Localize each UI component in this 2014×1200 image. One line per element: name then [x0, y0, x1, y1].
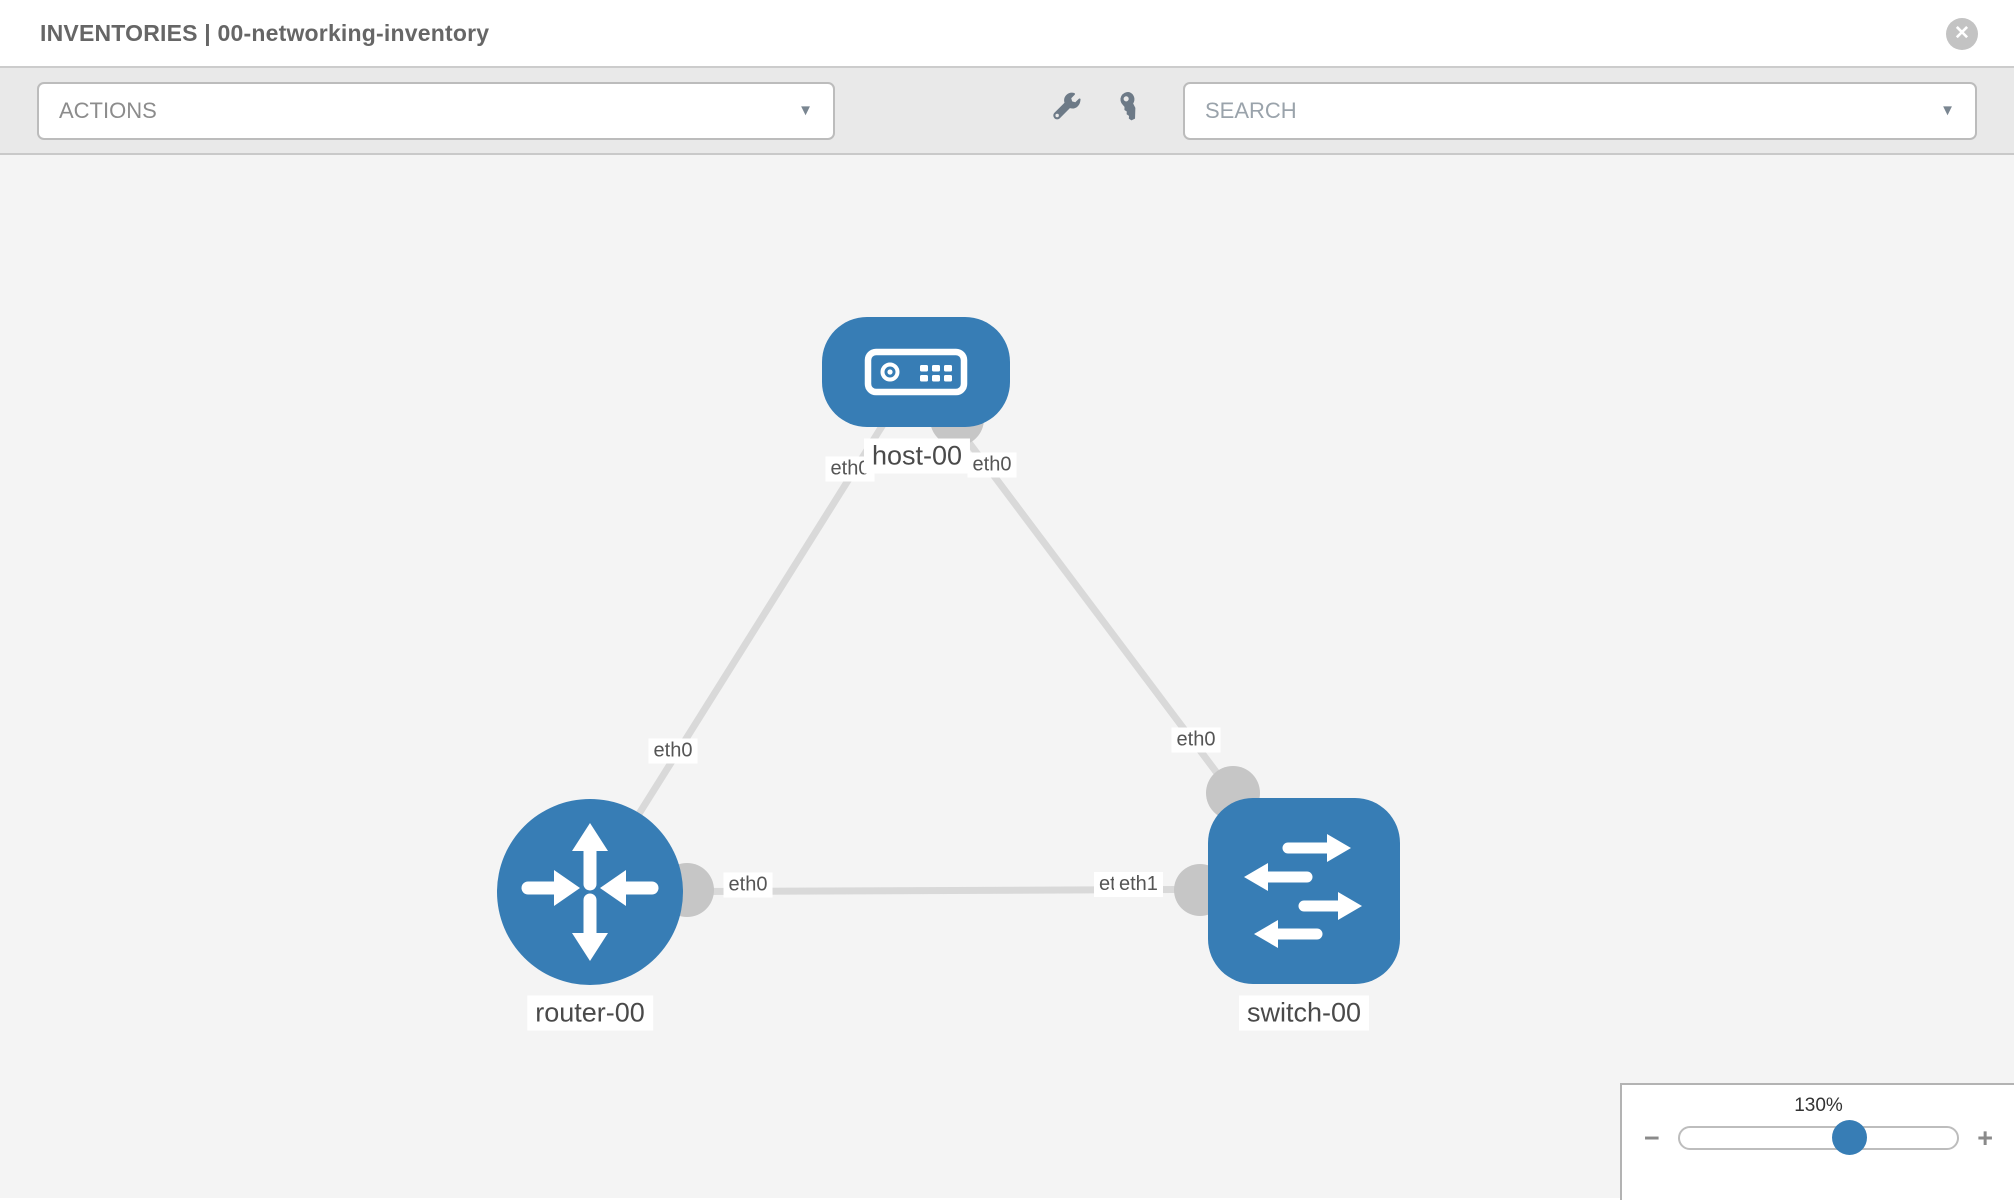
interface-label: eth0 [1171, 727, 1221, 753]
close-icon: ✕ [1954, 23, 1970, 44]
credentials-button[interactable] [1113, 92, 1151, 130]
chevron-down-icon: ▼ [1940, 102, 1955, 119]
host-icon [864, 348, 968, 396]
interface-label: eth0 [967, 452, 1017, 478]
zoom-level-value: 130% [1794, 1095, 1843, 1116]
interface-label: eth1 [1114, 872, 1163, 897]
node-host[interactable] [822, 317, 1010, 427]
key-icon [1114, 90, 1150, 131]
actions-dropdown-label: ACTIONS [59, 97, 157, 123]
page-title: INVENTORIES | 00-networking-inventory [40, 19, 490, 46]
node-router[interactable] [497, 799, 683, 985]
search-dropdown-label: SEARCH [1205, 97, 1297, 123]
zoom-slider[interactable] [1677, 1120, 1960, 1155]
search-dropdown[interactable]: SEARCH ▼ [1183, 81, 1977, 140]
close-button[interactable]: ✕ [1946, 18, 1978, 50]
zoom-slider-thumb[interactable] [1831, 1120, 1867, 1155]
zoom-panel: 130% − + [1620, 1083, 2014, 1200]
header: INVENTORIES | 00-networking-inventory ✕ [0, 0, 2014, 68]
node-label-host: host-00 [863, 438, 971, 474]
toolbar: ACTIONS ▼ SEARCH ▼ [0, 68, 2014, 155]
topology-graph [497, 317, 1400, 985]
topology-canvas[interactable]: eth0 eth0 eth0 eth0 eth0 eth0 eth1 host-… [0, 155, 2014, 1198]
router-icon [521, 823, 659, 961]
zoom-out-button[interactable]: − [1644, 1123, 1660, 1153]
interface-label: eth0 [723, 872, 773, 898]
interface-label: eth0 [648, 738, 698, 764]
configure-button[interactable] [1047, 92, 1085, 130]
node-switch[interactable] [1208, 798, 1400, 984]
actions-dropdown[interactable]: ACTIONS ▼ [37, 81, 835, 140]
zoom-in-button[interactable]: + [1977, 1123, 1993, 1153]
wrench-icon [1048, 90, 1084, 131]
switch-icon [1244, 834, 1362, 948]
node-label-switch: switch-00 [1238, 995, 1370, 1031]
chevron-down-icon: ▼ [798, 102, 813, 119]
node-label-router: router-00 [527, 995, 653, 1031]
